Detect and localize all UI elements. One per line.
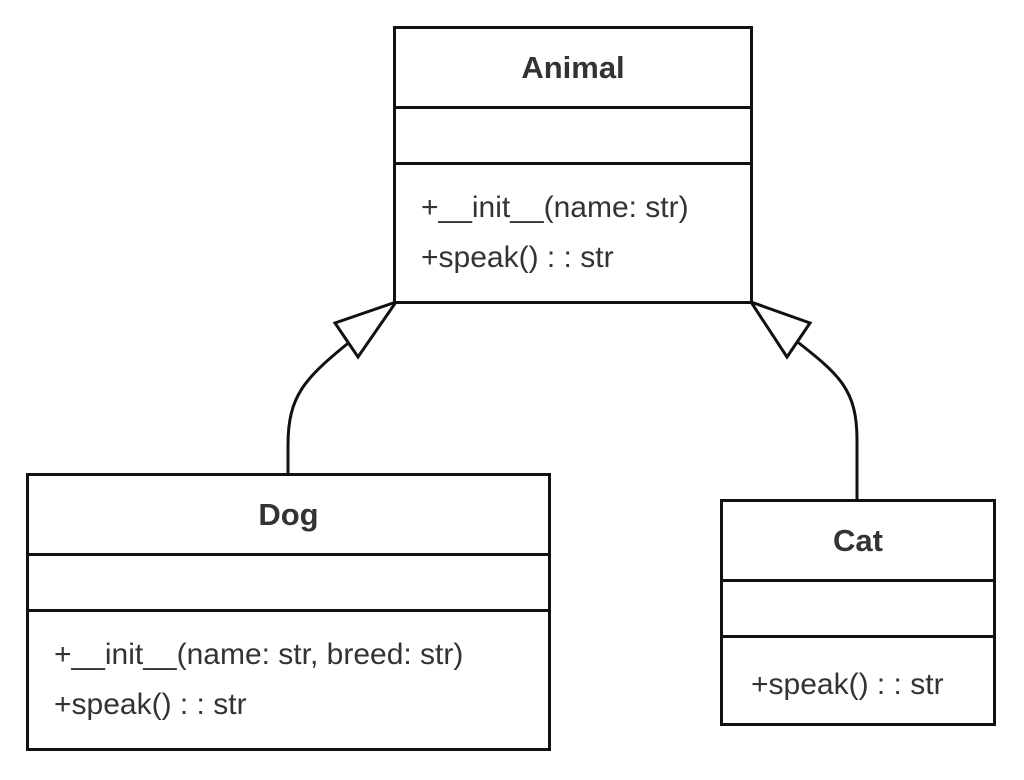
method-init: +__init__(name: str) bbox=[421, 191, 689, 224]
cat-to-animal-arrowhead bbox=[747, 299, 813, 360]
method-init: +__init__(name: str, breed: str) bbox=[54, 638, 464, 671]
class-cat[interactable]: Cat +speak() : : str bbox=[720, 499, 996, 726]
dog-to-animal-arrowhead bbox=[332, 299, 400, 360]
class-name: Animal bbox=[396, 29, 750, 109]
attributes-compartment bbox=[723, 582, 993, 638]
method-speak: +speak() : : str bbox=[421, 241, 614, 274]
cat-to-animal-edge bbox=[794, 338, 859, 499]
attributes-compartment bbox=[396, 109, 750, 165]
dog-to-animal-edge bbox=[286, 338, 353, 473]
methods-compartment: +__init__(name: str, breed: str) +speak(… bbox=[29, 612, 548, 730]
methods-compartment: +__init__(name: str) +speak() : : str bbox=[396, 165, 750, 283]
class-dog[interactable]: Dog +__init__(name: str, breed: str) +sp… bbox=[26, 473, 551, 751]
method-speak: +speak() : : str bbox=[751, 668, 944, 701]
methods-compartment: +speak() : : str bbox=[723, 638, 993, 710]
class-name: Cat bbox=[723, 502, 993, 582]
class-name: Dog bbox=[29, 476, 548, 556]
attributes-compartment bbox=[29, 556, 548, 612]
class-animal[interactable]: Animal +__init__(name: str) +speak() : :… bbox=[393, 26, 753, 304]
method-speak: +speak() : : str bbox=[54, 688, 247, 721]
